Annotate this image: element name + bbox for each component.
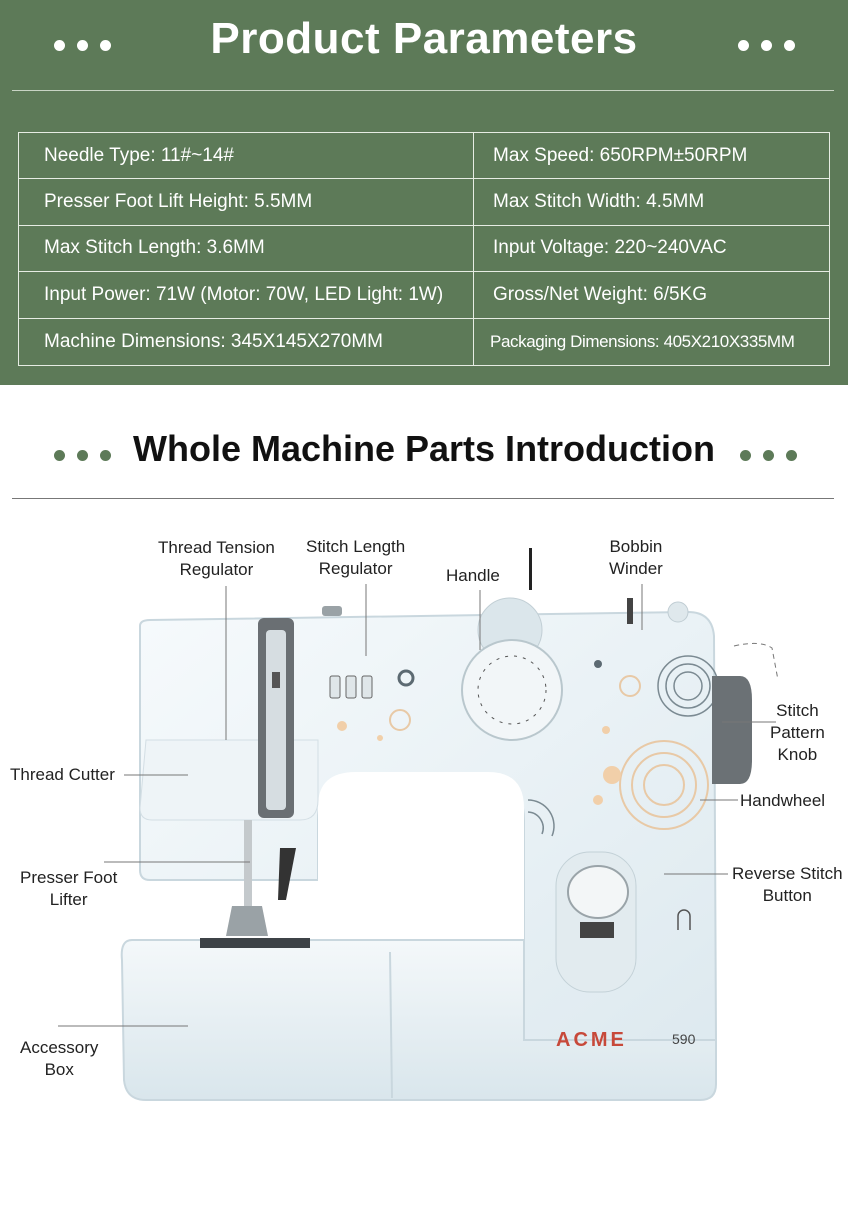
reverse-stitch-slot [580, 922, 614, 938]
divider [12, 90, 834, 91]
decorative-dots-left [54, 40, 111, 51]
take-up-lever [272, 672, 280, 688]
machine-throat [318, 772, 524, 940]
label-line: Accessory [20, 1038, 99, 1057]
reverse-icon [677, 909, 691, 930]
accessory-box-seam [389, 951, 393, 1099]
label-reverse-stitch-button: Reverse Stitch Button [732, 863, 843, 907]
dial-tick-ring [477, 655, 547, 725]
param-max-stitch-length: Max Stitch Length: 3.6MM [19, 225, 474, 273]
decorative-dots-left [54, 450, 111, 461]
decorative-arcs [527, 655, 719, 837]
label-line: Button [762, 886, 812, 905]
leader-lines [58, 584, 776, 1027]
label-thread-tension-regulator: Thread Tension Regulator [158, 537, 275, 581]
label-line: Thread Cutter [10, 765, 115, 784]
label-presser-foot-lifter: Presser Foot Lifter [20, 867, 117, 911]
decorative-dots-right [738, 40, 795, 51]
label-line: Stitch [776, 701, 819, 720]
knob-rotation-hint [733, 642, 779, 681]
section-title-parts: Whole Machine Parts Introduction [132, 428, 716, 469]
label-stitch-pattern-knob: Stitch Pattern Knob [770, 700, 825, 766]
reverse-stitch-button [567, 865, 629, 919]
brand-logo: ACME [556, 1029, 627, 1051]
bobbin-winder-spindle [627, 598, 633, 624]
label-line: Regulator [179, 560, 254, 579]
label-line: Bobbin [609, 537, 663, 556]
param-max-speed: Max Speed: 650RPM±50RPM [474, 133, 829, 180]
stitch-length-slot-2 [345, 675, 357, 699]
param-needle-type: Needle Type: 11#~14# [19, 133, 474, 180]
label-stitch-length-regulator: Stitch Length Regulator [306, 536, 405, 580]
thread-guide-slot [266, 630, 286, 810]
param-machine-dimensions: Machine Dimensions: 345X145X270MM [19, 318, 474, 365]
parameters-section: Product Parameters Needle Type: 11#~14# … [0, 0, 848, 385]
label-line: Handle [446, 566, 500, 585]
bobbin-winder-stop [667, 601, 689, 623]
stitch-pattern-knob [712, 676, 752, 784]
presser-foot [226, 906, 268, 936]
indicator-dot [397, 669, 415, 687]
decorative-dots-right [740, 450, 797, 461]
parameters-table: Needle Type: 11#~14# Max Speed: 650RPM±5… [18, 132, 830, 366]
needle-plate [200, 938, 310, 948]
param-input-voltage: Input Voltage: 220~240VAC [474, 226, 829, 273]
label-line: Winder [609, 559, 663, 578]
label-line: Thread Tension [158, 538, 275, 557]
presser-foot-lifter-lever [278, 848, 296, 900]
label-bobbin-winder: Bobbin Winder [609, 536, 663, 580]
indicator-dot-small [594, 660, 602, 668]
divider [12, 498, 834, 499]
stitch-selector-dial [461, 639, 563, 741]
param-max-stitch-width: Max Stitch Width: 4.5MM [474, 179, 829, 226]
label-accessory-box: Accessory Box [20, 1037, 98, 1081]
label-line: Stitch Length [306, 537, 406, 556]
label-thread-cutter: Thread Cutter [10, 764, 115, 786]
label-line: Knob [777, 745, 818, 764]
param-presser-foot-lift: Presser Foot Lift Height: 5.5MM [19, 179, 474, 226]
label-line: Box [44, 1060, 74, 1079]
param-weight: Gross/Net Weight: 6/5KG [474, 272, 829, 319]
spool-pin [322, 606, 342, 616]
stitch-length-slot-1 [329, 675, 341, 699]
label-line: Lifter [49, 890, 88, 909]
label-line: Reverse Stitch [732, 864, 843, 883]
label-line: Handwheel [740, 791, 826, 810]
machine-base [120, 939, 717, 1101]
param-input-power: Input Power: 71W (Motor: 70W, LED Light:… [19, 272, 474, 319]
label-handle: Handle [446, 565, 500, 587]
needle-bar [244, 820, 252, 910]
param-packaging-dimensions: Packaging Dimensions: 405X210X335MM [490, 331, 795, 351]
decorative-dots [337, 721, 621, 805]
label-line: Presser Foot [20, 868, 118, 887]
handle-bar [529, 548, 532, 590]
label-line: Regulator [318, 559, 393, 578]
section-title-parameters: Product Parameters [210, 14, 638, 63]
stitch-length-slot-3 [361, 675, 373, 699]
decorative-circles [389, 675, 709, 830]
label-line: Pattern [770, 723, 825, 742]
label-handwheel: Handwheel [740, 790, 825, 812]
model-number: 590 [672, 1031, 696, 1047]
